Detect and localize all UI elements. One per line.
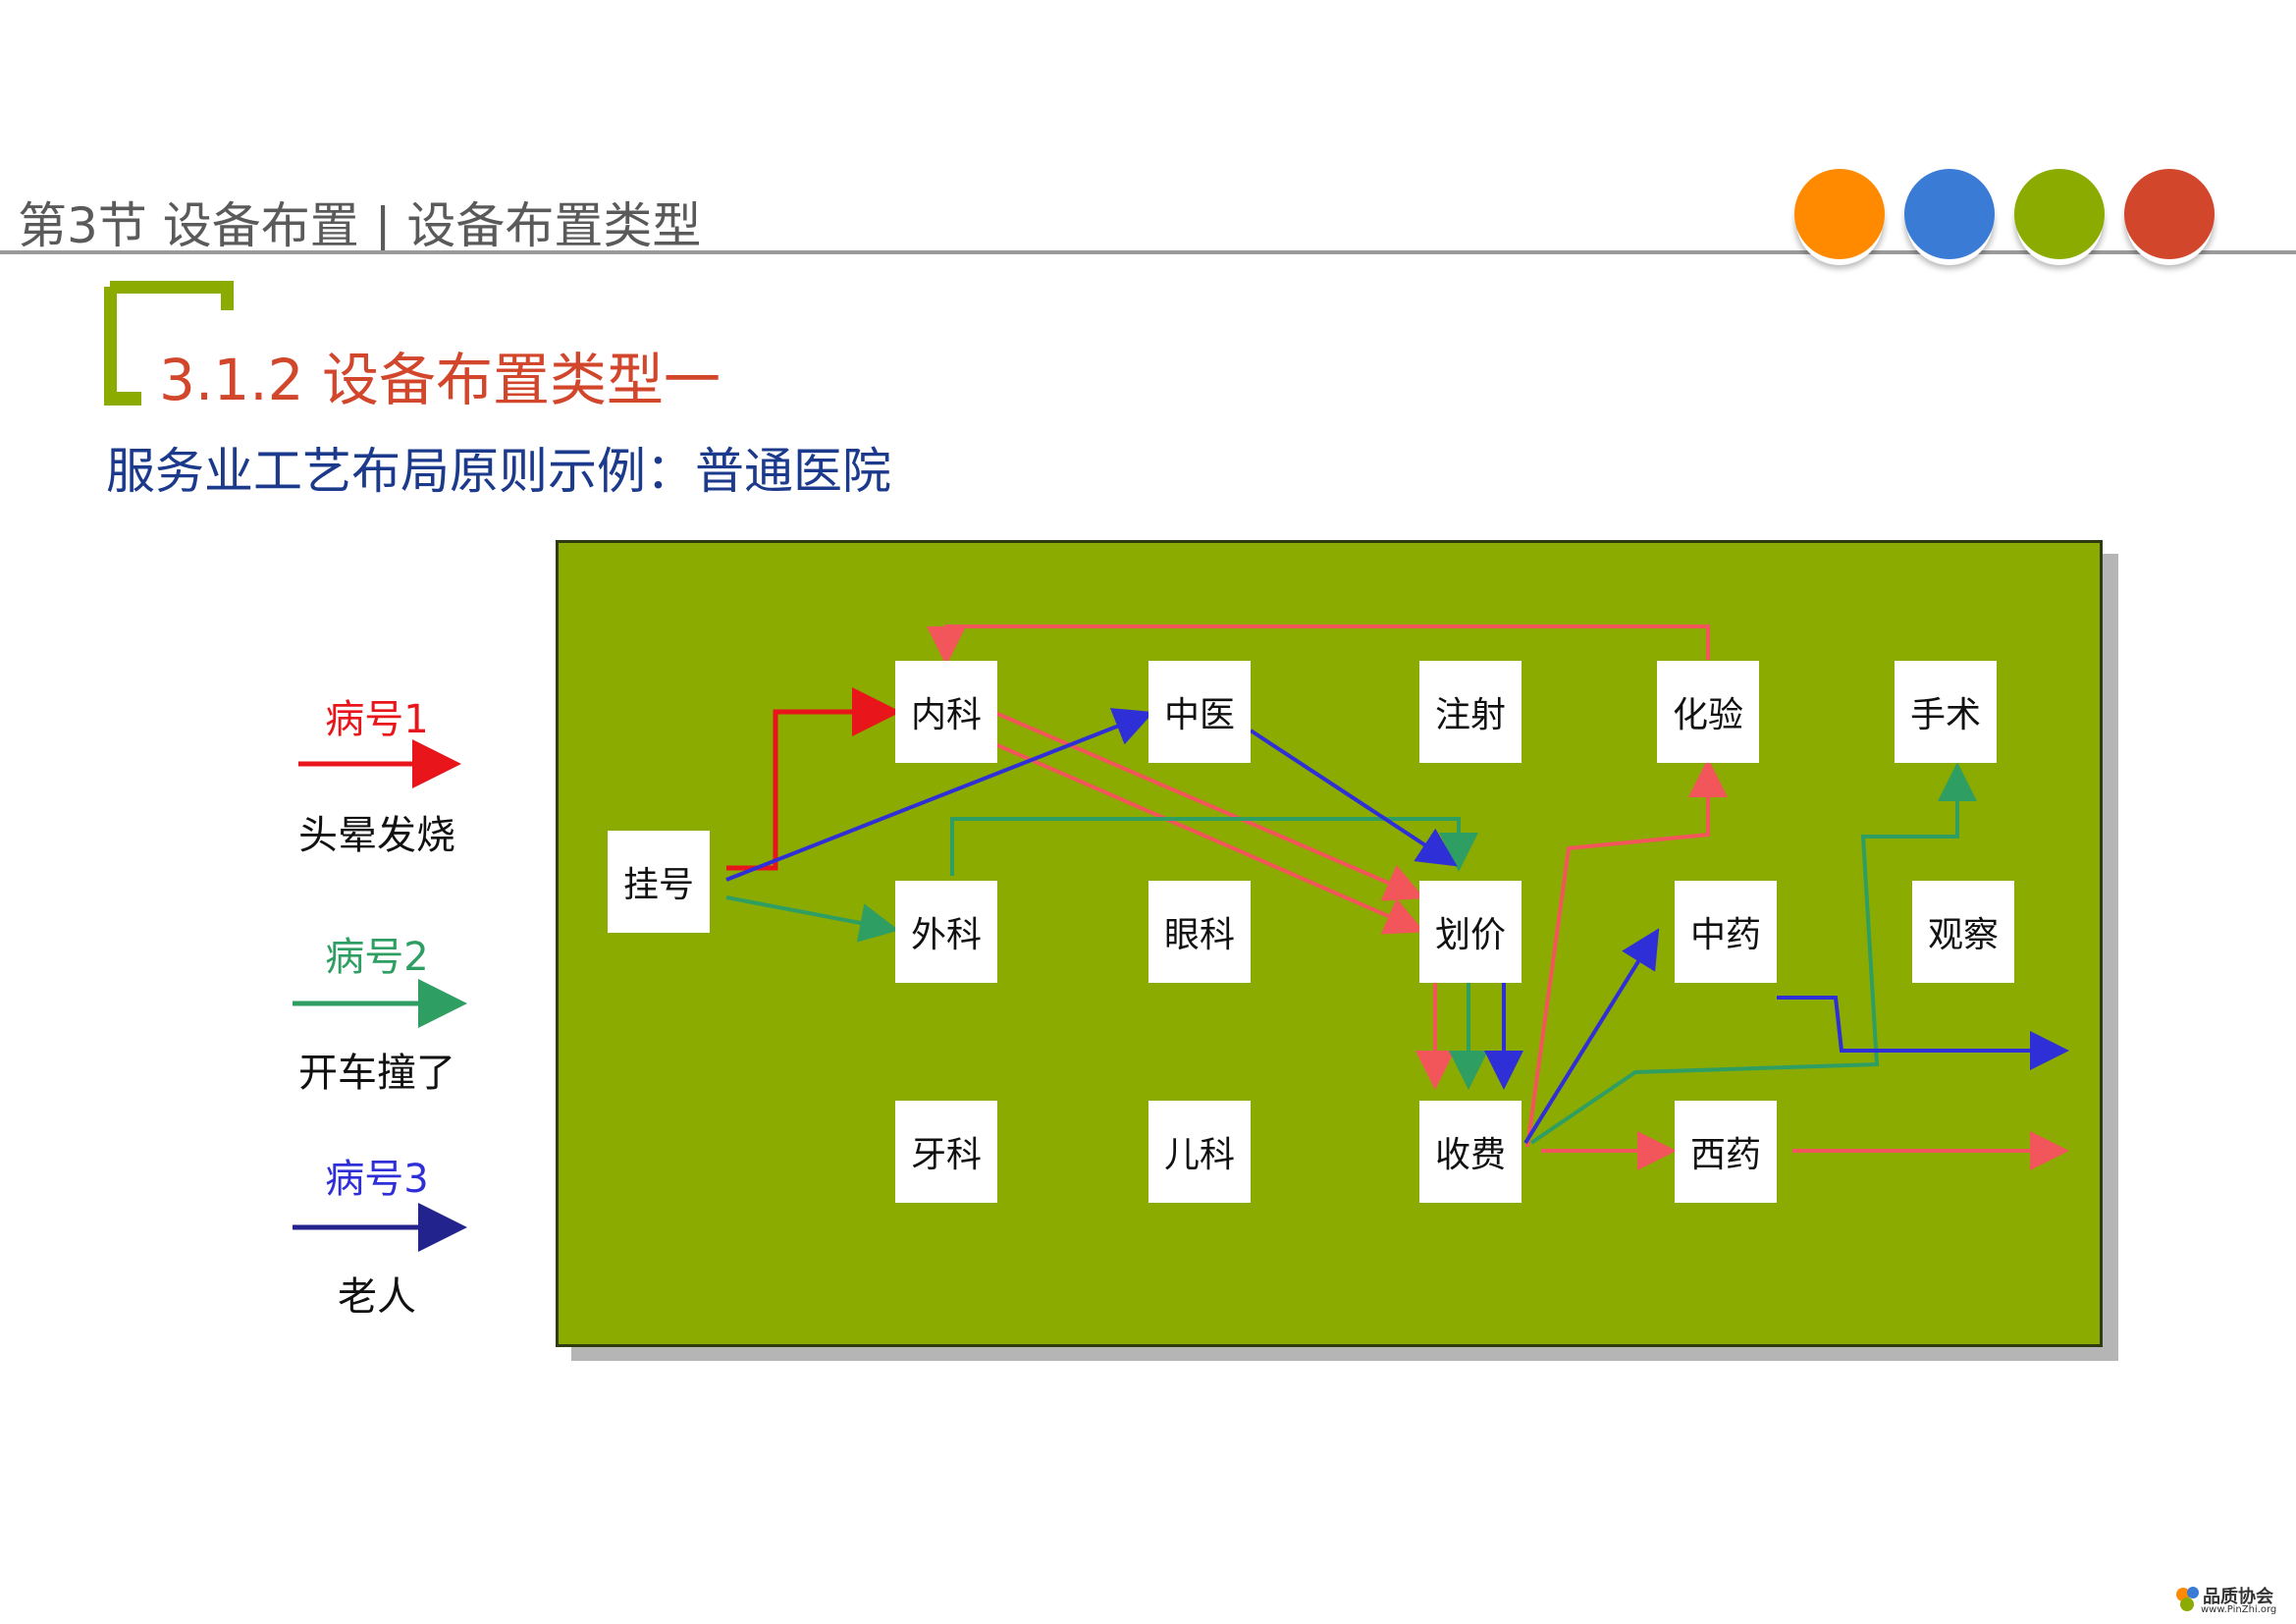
node-zhongyao: 中药 <box>1675 881 1777 983</box>
green-dot <box>2014 169 2105 259</box>
orange-dot <box>1794 169 1885 259</box>
node-erke: 儿科 <box>1148 1101 1251 1203</box>
hospital-layout-panel <box>556 540 2103 1347</box>
node-shoufei: 收费 <box>1419 1101 1522 1203</box>
red-dot <box>2124 169 2215 259</box>
logo-name: 品质协会 <box>2203 1587 2273 1607</box>
node-shoushu: 手术 <box>1895 661 1997 763</box>
pinzhi-logo-icon <box>2176 1587 2199 1611</box>
node-neike: 内科 <box>895 661 997 763</box>
node-zhongyi: 中医 <box>1148 661 1251 763</box>
node-huayan: 化验 <box>1657 661 1759 763</box>
pinzhi-logo: 品质协会 www.PinZhi.org <box>2173 1583 2291 1618</box>
logo-url: www.PinZhi.org <box>2201 1604 2277 1615</box>
node-zhushe: 注射 <box>1419 661 1522 763</box>
node-guahao: 挂号 <box>608 831 710 933</box>
node-waike: 外科 <box>895 881 997 983</box>
legend-desc-patient2: 开车撞了 <box>298 1051 455 1096</box>
section-subtitle: 服务业工艺布局原则示例：普通医院 <box>106 443 891 500</box>
green-bracket-decoration <box>104 281 234 406</box>
legend-desc-patient3: 老人 <box>338 1274 416 1320</box>
node-yake: 牙科 <box>895 1101 997 1203</box>
legend-label-patient2: 病号2 <box>325 935 429 980</box>
blue-dot <box>1904 169 1995 259</box>
node-huajia: 划价 <box>1419 881 1522 983</box>
node-xiyao: 西药 <box>1675 1101 1777 1203</box>
legend-desc-patient1: 头晕发烧 <box>298 813 455 858</box>
node-guancha: 观察 <box>1912 881 2014 983</box>
legend-label-patient1: 病号1 <box>325 697 429 742</box>
page-header-title: 第3节 设备布置 | 设备布置类型 <box>18 197 702 254</box>
legend-label-patient3: 病号3 <box>325 1157 429 1202</box>
header-divider <box>0 250 2296 254</box>
node-yanke: 眼科 <box>1148 881 1251 983</box>
section-title: 3.1.2 设备布置类型一 <box>159 347 721 413</box>
